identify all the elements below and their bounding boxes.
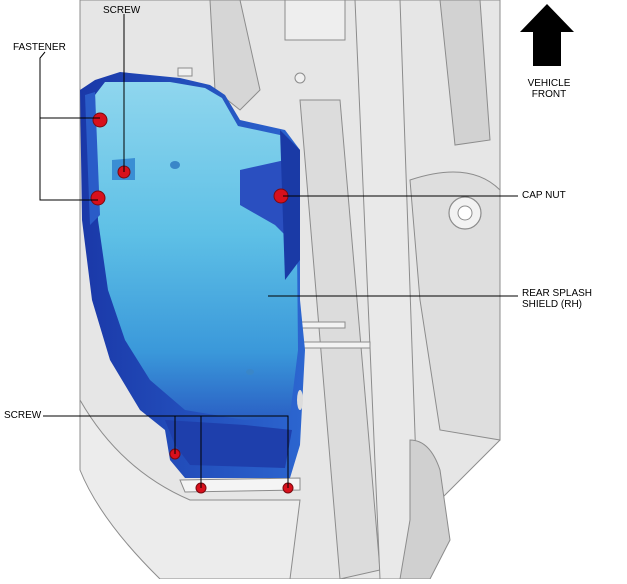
rear-splash-line2: SHIELD (RH) (522, 299, 583, 310)
arrow-up-icon (520, 4, 574, 66)
leader-lines (39, 14, 518, 488)
rear-splash-line1: REAR SPLASH (522, 288, 593, 299)
fastener-upper (92, 112, 108, 128)
vehicle-front-line2: FRONT (531, 89, 567, 100)
fastener-lower (90, 190, 106, 206)
rear-splash-shield-label: REAR SPLASH SHIELD (RH) (522, 288, 592, 310)
vehicle-front-label: VEHICLE FRONT (524, 78, 574, 100)
rear-splash-shield (80, 72, 305, 478)
vehicle-front-line1: VEHICLE (527, 78, 571, 89)
screw-top-label: SCREW (103, 5, 141, 16)
fastener-label: FASTENER (13, 42, 66, 53)
cap-nut-label: CAP NUT (522, 190, 566, 201)
screw-bottom-label: SCREW (4, 410, 42, 421)
